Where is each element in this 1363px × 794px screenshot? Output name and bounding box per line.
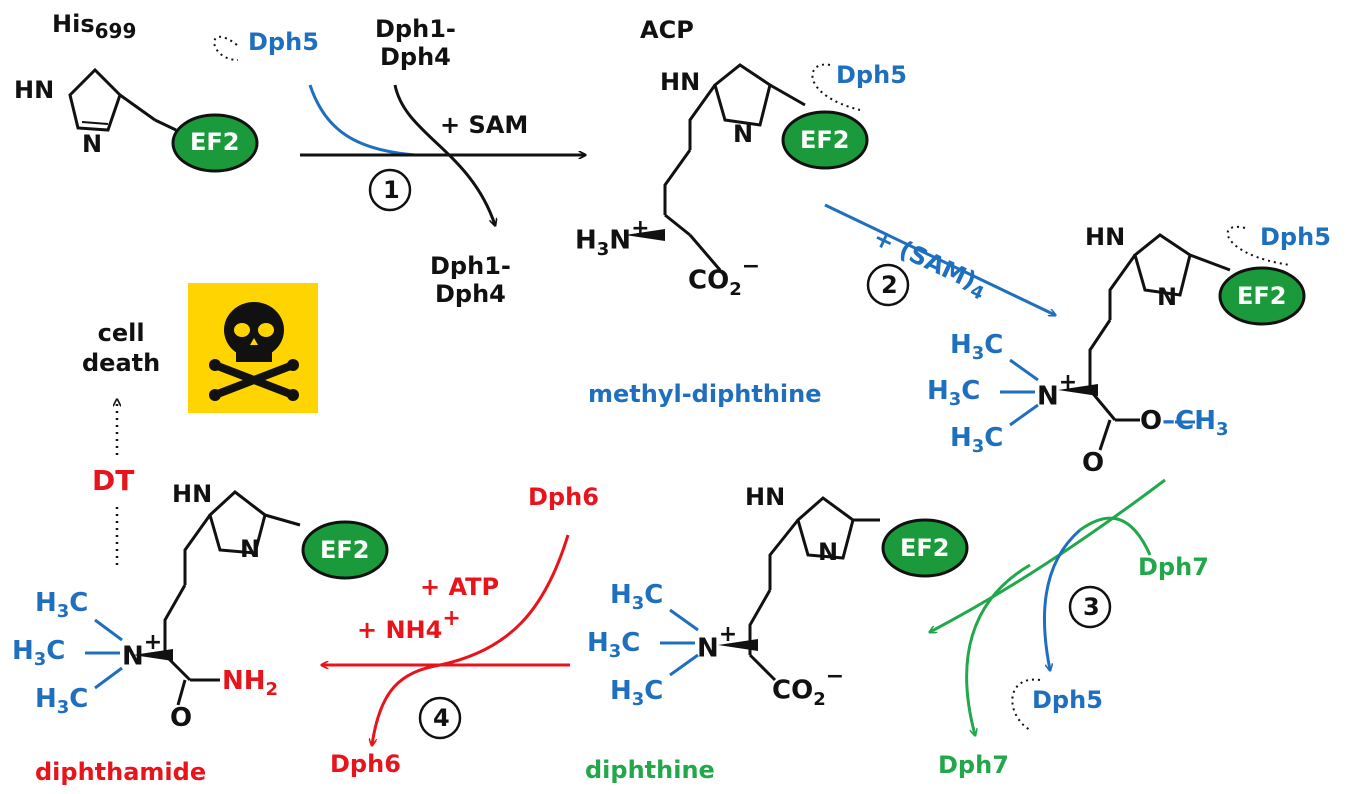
step1-dph5-curve	[308, 84, 416, 157]
methyl-diphthine-o: O	[1082, 448, 1105, 478]
step1-dph14-curve	[393, 84, 495, 225]
diphthine-hn: HN	[745, 483, 786, 511]
step1-number-circle	[368, 168, 412, 212]
step2-number: 2	[881, 271, 898, 299]
step3-number-circle	[1068, 585, 1112, 629]
ef2-label-diphthine: EF2	[900, 534, 950, 562]
step2-number-circle	[866, 263, 910, 307]
his-label: His699	[52, 10, 137, 43]
acp-structure	[663, 63, 806, 271]
methyl-diphthine-n: N	[1157, 283, 1178, 311]
diphthine-name: diphthine	[585, 756, 715, 784]
methyl-diphthine-ester: O–CH3	[1140, 406, 1229, 441]
step4-dph6-out-curve	[372, 663, 441, 745]
step3-dph7-out: Dph7	[938, 751, 1009, 779]
methyl-diphthine-nmethyl-bonds	[1000, 358, 1195, 427]
methyl-diphthine-name: methyl-diphthine	[588, 380, 822, 408]
step3-dph7-in-curve	[1079, 516, 1152, 556]
methyl-diphthine-h3c-top: H3C	[950, 330, 1004, 365]
diphthine-h3c-mid: H3C	[587, 628, 641, 663]
his699-structure	[68, 67, 156, 132]
step4-number-circle	[418, 696, 462, 740]
diphthamide-structure	[163, 490, 301, 706]
ef2-ellipse-acp	[781, 110, 869, 170]
acp-wedge-bond	[625, 229, 665, 241]
ef2-ellipse-start	[171, 113, 259, 173]
acp-hn: HN	[660, 68, 701, 96]
step3-dph7-in: Dph7	[1138, 553, 1209, 581]
methyl-diphthine-nplus: N+	[1037, 370, 1078, 412]
his-n: N	[82, 130, 103, 158]
ef2-ellipse-methyl-diphthine	[1218, 266, 1306, 326]
his-hn: HN	[14, 76, 55, 104]
step3-number: 3	[1083, 593, 1100, 621]
step1-number: 1	[383, 176, 400, 204]
diphthine-carboxylate: CO2−	[772, 664, 845, 710]
methyl-diphthine-hn: HN	[1085, 223, 1126, 251]
diphthamide-wedge	[133, 649, 173, 661]
acp-n: N	[733, 120, 754, 148]
diphthamide-h3c-top: H3C	[35, 588, 89, 623]
ef2-label-start: EF2	[190, 128, 240, 156]
diphthamide-h3c-bot: H3C	[35, 684, 89, 719]
ef2-label-methyl-diphthine: EF2	[1237, 282, 1287, 310]
acp-dph5-dotted-arc	[811, 63, 861, 111]
diphthine-h3c-top: H3C	[610, 580, 664, 615]
step1-dph5: Dph5	[248, 28, 319, 56]
step4-reagent-nh4: + NH4+	[357, 606, 461, 644]
diphthamide-o: O	[170, 703, 193, 733]
methyl-diphthine-wedge	[1058, 384, 1098, 396]
diphthamide-amide: NH2	[222, 666, 279, 701]
step4-number: 4	[433, 704, 450, 732]
acp-dph5: Dph5	[836, 61, 907, 89]
step1-dph14-bottom: Dph1-Dph4	[430, 252, 511, 308]
diphthamide-hn: HN	[172, 480, 213, 508]
step4-dph6-out: Dph6	[330, 750, 401, 778]
diphthine-nplus: N+	[697, 622, 738, 664]
methyl-diphthine-dph5: Dph5	[1260, 223, 1331, 251]
ef2-label-acp: EF2	[800, 126, 850, 154]
methyl-diphthine-h3c-bot: H3C	[950, 423, 1004, 458]
step3-green-main-arrow	[930, 478, 1166, 632]
step4-reagent-atp: + ATP	[420, 573, 500, 601]
methyl-diphthine-structure	[1088, 233, 1231, 451]
step3-dph5-out-curve	[1042, 528, 1081, 670]
diphthamide-nmethyl-bonds	[85, 618, 123, 690]
step3-dph5-dotted-arc	[1011, 678, 1041, 731]
diphthamide-name: diphthamide	[35, 758, 207, 786]
diphthamide-n: N	[240, 535, 261, 563]
acp-carboxylate: CO2−	[688, 254, 761, 300]
ef2-ellipse-diphthamide	[301, 520, 389, 580]
ef2-ellipse-diphthine	[881, 518, 969, 578]
step3-dph5-out: Dph5	[1032, 686, 1103, 714]
step2-arrow	[824, 203, 1055, 315]
diphthamide-nplus: N+	[122, 630, 163, 672]
diphthine-wedge	[718, 639, 758, 651]
methyl-diphthine-dph5-dotted-arc	[1226, 225, 1291, 266]
imidazole-ring-his	[68, 67, 122, 132]
step4-dph6-in-curve	[439, 534, 570, 667]
step3-dph7-out-curve	[965, 563, 1031, 735]
diphthine-structure	[748, 496, 880, 682]
step4-dph6-in: Dph6	[528, 483, 599, 511]
acp-amine: H3N+	[575, 216, 650, 260]
step1-dph14-top: Dph1-Dph4	[375, 15, 456, 71]
diphthine-n: N	[818, 538, 839, 566]
diphthine-h3c-bot: H3C	[610, 676, 664, 711]
skull-crossbones-icon	[188, 283, 318, 413]
step1-reagent: + SAM	[440, 111, 529, 139]
acp-label: ACP	[640, 16, 694, 44]
methyl-diphthine-h3c-mid: H3C	[927, 376, 981, 411]
diphthine-nmethyl-bonds	[660, 608, 699, 677]
ef2-label-diphthamide: EF2	[320, 536, 370, 564]
step1-dph5-dotted-arc	[213, 35, 239, 61]
diphthamide-h3c-mid: H3C	[12, 636, 66, 671]
dt-label: DT	[92, 464, 135, 497]
